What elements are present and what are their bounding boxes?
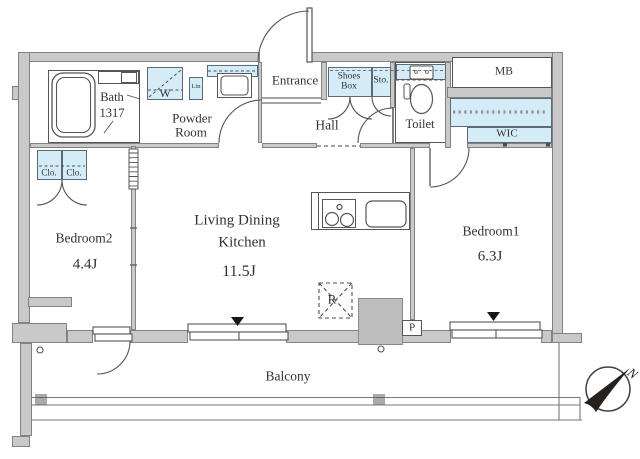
wic-label: WIC xyxy=(496,127,518,140)
bath-counter-inner xyxy=(121,72,137,83)
wic-upper xyxy=(450,98,552,127)
railing-hatches xyxy=(35,394,385,405)
shoes-box xyxy=(328,67,372,97)
pipe-space-box xyxy=(402,320,422,336)
wic-opening-ticks xyxy=(503,143,550,147)
ldk-size-label: 11.5J xyxy=(222,263,256,280)
stove-icon xyxy=(324,203,355,228)
compass-needle xyxy=(584,368,630,412)
window-markers xyxy=(231,312,500,326)
bedroom1-label: Bedroom1 xyxy=(462,223,520,239)
closet-right xyxy=(62,150,87,180)
wall-b2-bottom xyxy=(67,330,93,343)
balcony-label: Balcony xyxy=(265,368,311,384)
wall-left-pilaster xyxy=(12,86,19,100)
mb-label: MB xyxy=(495,65,513,78)
bath-size-label: 1317 xyxy=(99,105,125,120)
wall-bedroom1-top xyxy=(467,143,552,148)
bath-label: Bath xyxy=(100,89,124,104)
storage-label: Sto. xyxy=(373,75,389,86)
kitchen-end-panel xyxy=(311,192,319,230)
wall-balcony-divider xyxy=(552,333,582,343)
label-leaders xyxy=(103,94,141,134)
bedroom1-size-label: 6.3J xyxy=(477,248,503,265)
linen-shelf xyxy=(189,77,203,100)
shoes-box-label-2: Box xyxy=(341,81,357,92)
refrigerator-space xyxy=(318,282,353,319)
closet-left-label: Clo. xyxy=(41,167,57,178)
dashed-lines xyxy=(39,69,446,167)
refrigerator-label: R xyxy=(327,291,337,307)
entrance-step xyxy=(262,97,321,104)
hall-label: Hall xyxy=(315,117,339,133)
wall-kitchen-right xyxy=(410,148,415,320)
linen-label: Lin xyxy=(191,82,201,90)
vanity-sink-icon xyxy=(220,75,249,96)
wall-hall-bottom-right xyxy=(360,143,430,148)
ldk-label-2: Kitchen xyxy=(218,234,266,251)
sliding-door-pocket xyxy=(128,148,139,266)
pillar xyxy=(358,298,403,345)
door-arcs xyxy=(36,7,470,375)
pipe-space-label: P xyxy=(408,321,416,334)
kitchen-sink-icon xyxy=(365,200,407,228)
ldk-label-1: Living Dining xyxy=(194,212,280,229)
drain-circles xyxy=(36,345,385,354)
mb-room xyxy=(452,57,552,88)
washer-space xyxy=(147,67,183,100)
wall-hall-bottom-left xyxy=(262,143,317,148)
powder-room-label-1: Powder xyxy=(172,110,212,126)
wall-left-foot xyxy=(12,436,30,447)
closet-right-label: Clo. xyxy=(66,167,82,178)
closet-left xyxy=(37,150,62,180)
bedroom2-size-label: 4.4J xyxy=(72,256,98,273)
storage-box xyxy=(372,67,391,97)
vanity-counter xyxy=(217,73,252,98)
bedroom2-label: Bedroom2 xyxy=(55,230,113,246)
bathtub-icon xyxy=(51,72,96,138)
powder-room-label-2: Room xyxy=(175,124,207,140)
balcony-railing xyxy=(32,343,582,421)
wall-left-lower xyxy=(20,343,32,436)
entrance-label: Entrance xyxy=(271,72,319,88)
wic-lower xyxy=(467,127,552,143)
wall-bath-bottom xyxy=(30,143,219,148)
wall-left-band xyxy=(12,323,67,343)
wall-left-step xyxy=(28,297,72,307)
toilet-label: Toilet xyxy=(405,116,435,131)
shoes-box-label-1: Shoes xyxy=(337,71,361,82)
wall-entrance-right xyxy=(321,62,327,100)
wall-entrance-left xyxy=(258,62,262,143)
windows xyxy=(92,321,543,342)
toilet-icon xyxy=(403,65,434,115)
compass: N xyxy=(584,364,640,412)
wall-left xyxy=(18,52,30,323)
washer-label: W xyxy=(159,86,171,100)
